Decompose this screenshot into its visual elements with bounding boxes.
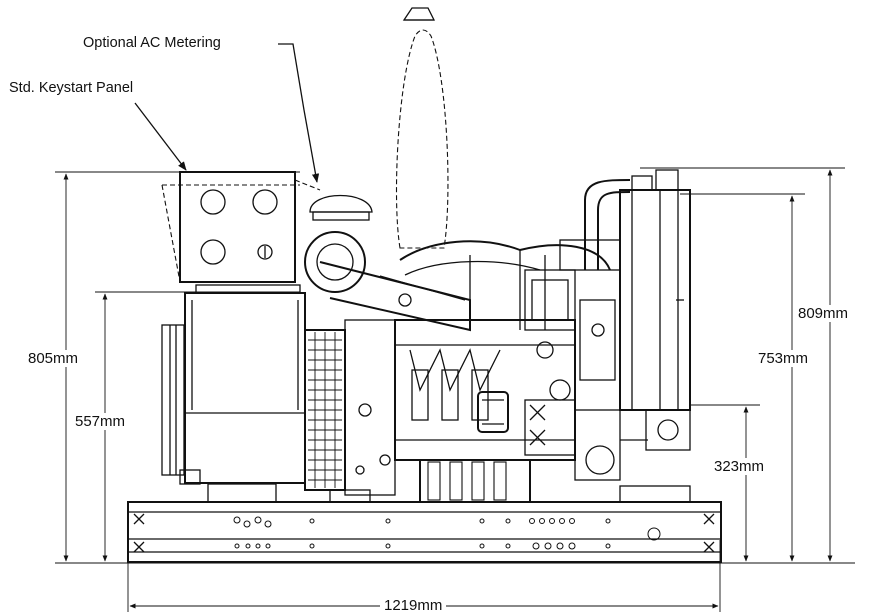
callout-leaders [134,43,320,183]
dim-label-alternator-height: 557mm [75,413,126,430]
radiator [574,169,691,481]
callout-keystart-panel: Std. Keystart Panel [9,80,134,96]
air-filter [304,7,471,332]
dim-label-overall-length: 1219mm [380,597,447,614]
dim-label-overall-height: 805mm [28,350,79,367]
callout-optional-ac-metering: Optional AC Metering [83,35,221,51]
dim-label-radiator-bottom: 323mm [714,458,765,475]
alternator [161,284,396,496]
engine-block [394,239,621,503]
dim-label-radiator-core-height: 753mm [758,350,809,367]
keystart-panel [161,171,321,283]
dim-label-radiator-height: 809mm [798,305,849,322]
base-frame [127,483,722,563]
dimension-lines [55,167,855,612]
